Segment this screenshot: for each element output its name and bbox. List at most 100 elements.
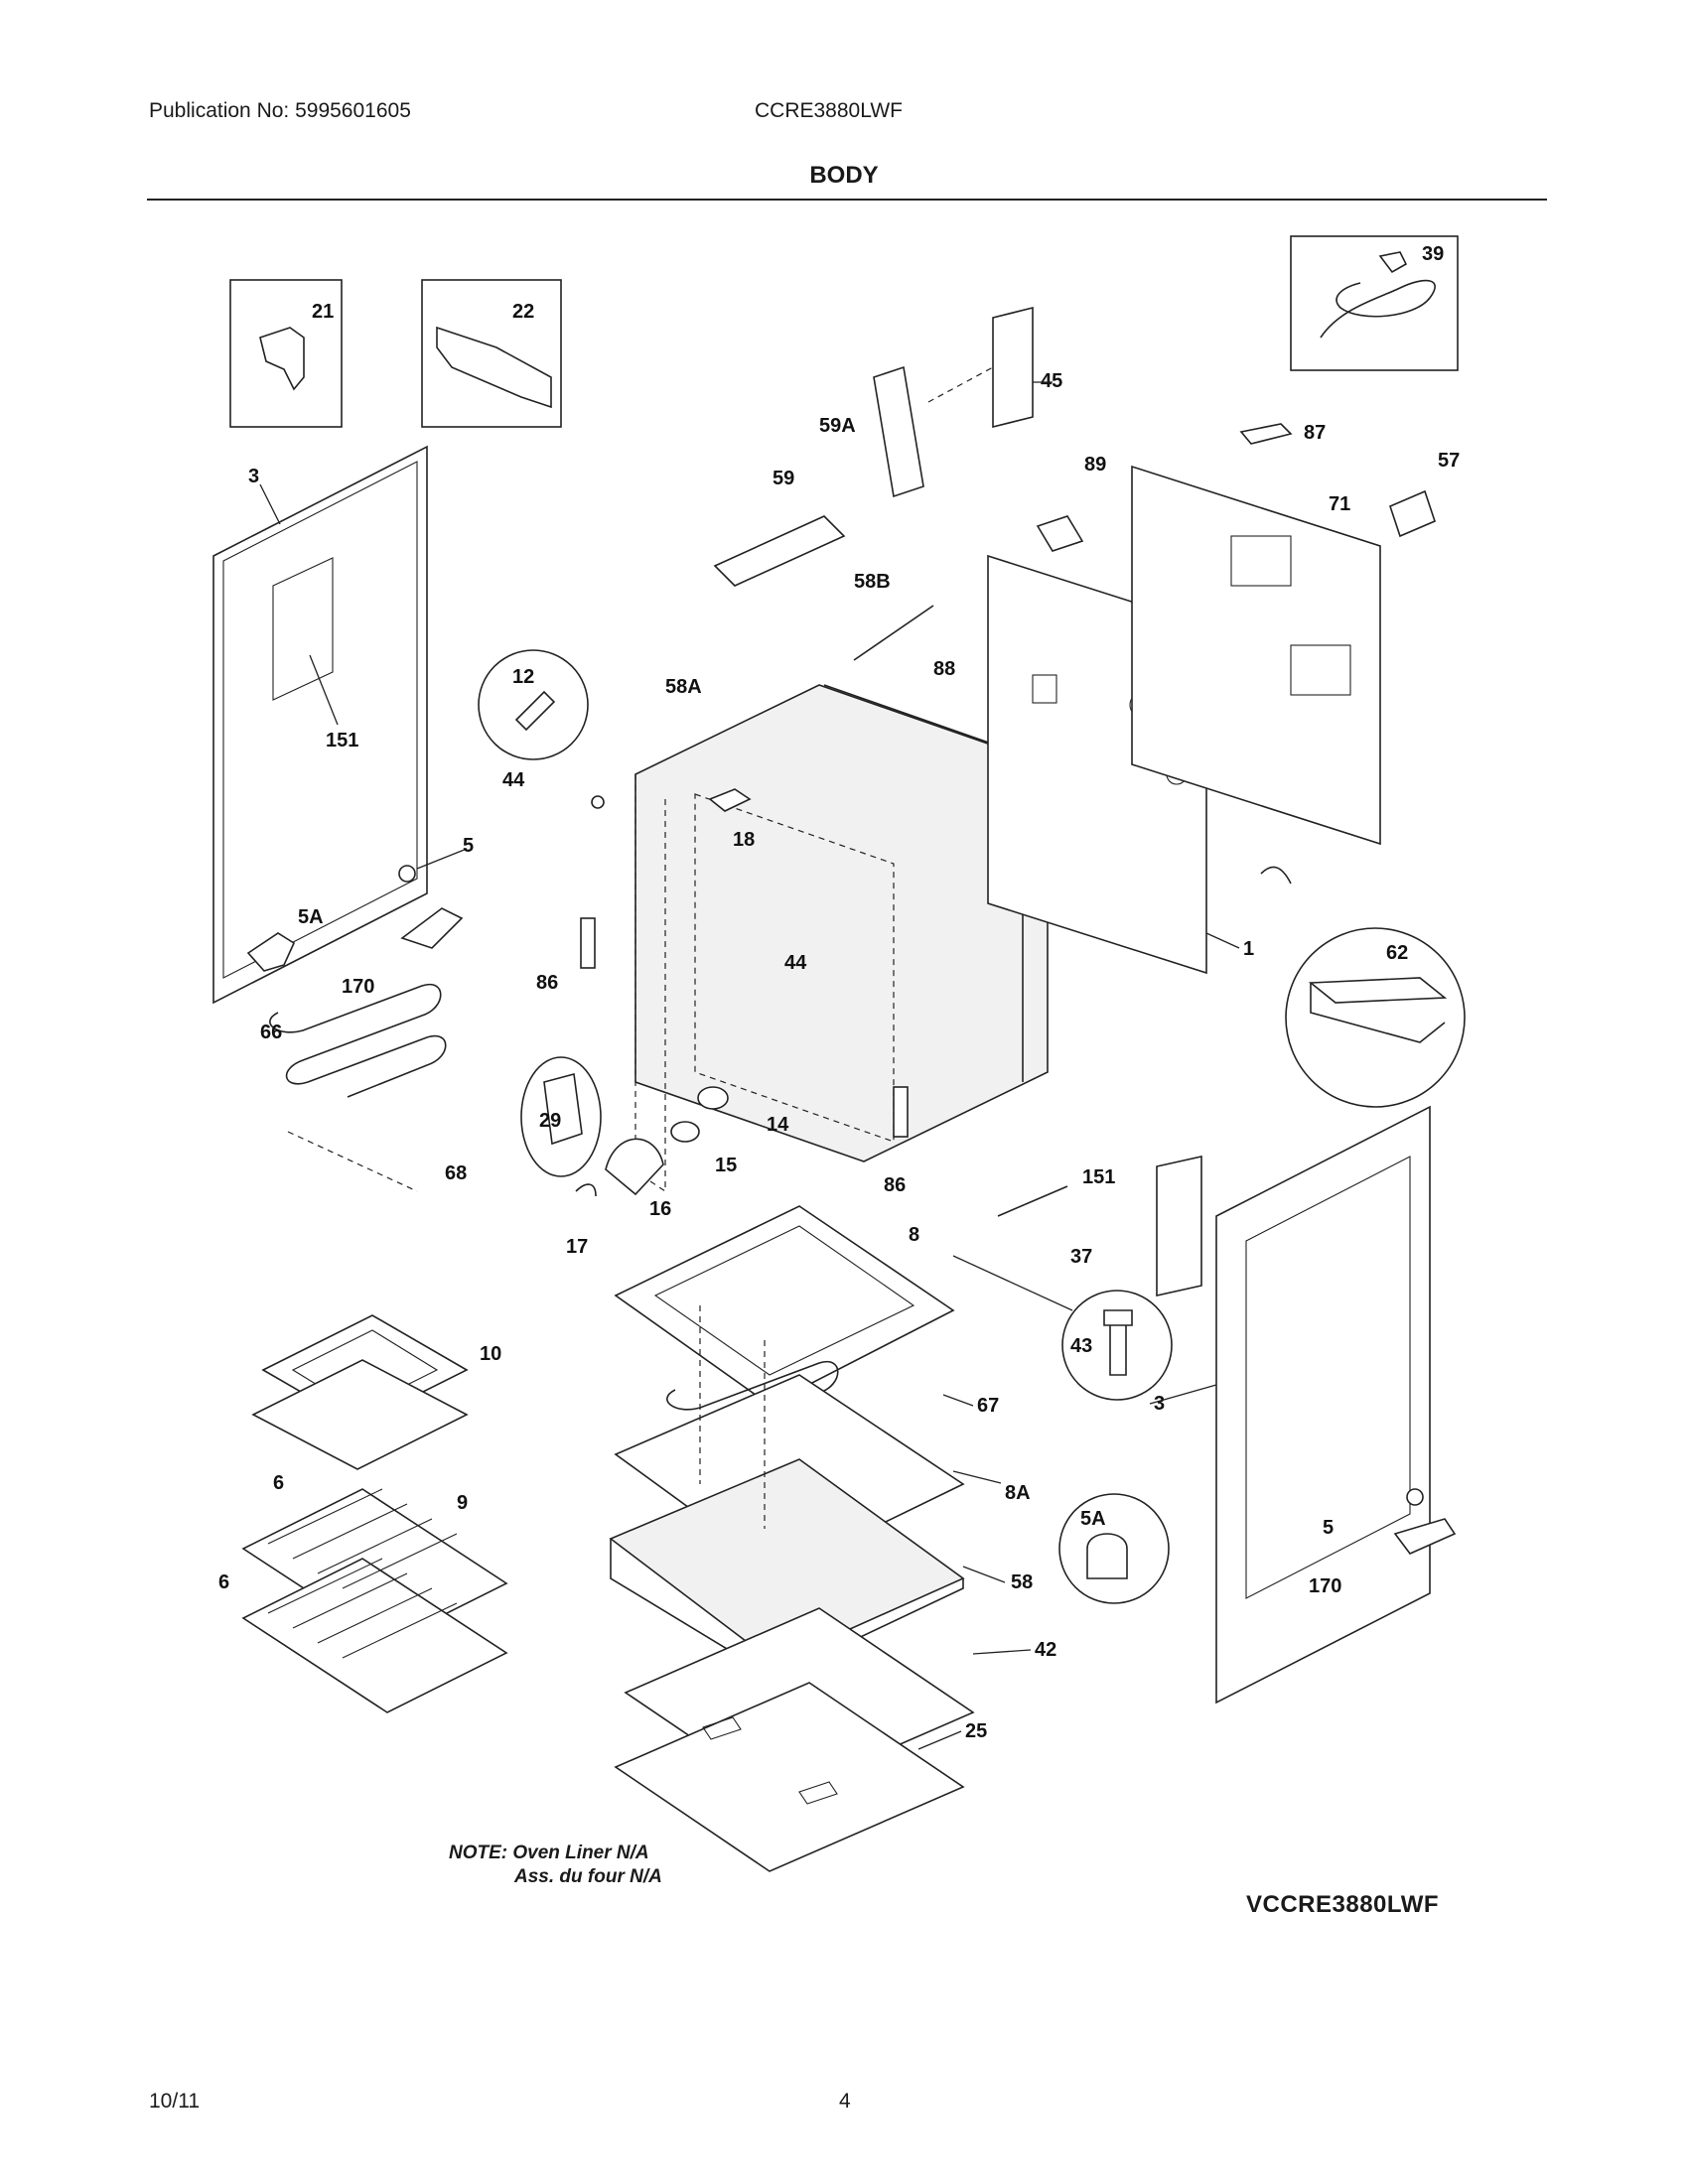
callout-57: 57	[1438, 450, 1460, 472]
part-86-bracket-right	[893, 1086, 909, 1138]
part-15-bulb	[670, 1121, 700, 1143]
callout-37: 37	[1070, 1246, 1092, 1268]
callout-5-right: 5	[1323, 1517, 1334, 1539]
callout-29: 29	[539, 1110, 561, 1132]
part-151-bracket-right	[1156, 1156, 1202, 1297]
part-25-bottom-cover	[614, 1682, 965, 1872]
callout-21: 21	[312, 301, 334, 323]
section-title: BODY	[809, 162, 879, 189]
footer-date: 10/11	[149, 2090, 200, 2113]
part-62-terminal-block	[1308, 977, 1448, 1004]
inset-box-39	[1290, 235, 1459, 371]
part-14-socket	[697, 1086, 729, 1110]
inset-box-22	[421, 279, 562, 428]
part-59-vent-tube	[713, 515, 846, 587]
callout-43: 43	[1070, 1335, 1092, 1357]
part-43-callout-circle	[1061, 1290, 1173, 1401]
callout-3-right: 3	[1154, 1393, 1165, 1415]
part-12-sensor	[514, 690, 556, 732]
part-86-bracket-left	[580, 917, 596, 969]
part-5A-leveling-leg-right	[1086, 1533, 1128, 1579]
page-number: 4	[839, 2090, 851, 2113]
oven-cavity-outline	[694, 793, 895, 1143]
part-6-oven-rack-lower	[241, 1558, 508, 1713]
part-44-screw	[591, 795, 605, 809]
part-5-screw-right	[1406, 1488, 1424, 1506]
callout-58A: 58A	[665, 676, 702, 698]
callout-44-lower: 44	[784, 952, 807, 974]
callout-67: 67	[977, 1395, 999, 1417]
part-88-wire	[853, 605, 934, 661]
part-170-bracket-right	[1393, 1518, 1457, 1555]
part-89-bracket	[1036, 515, 1084, 552]
callout-42: 42	[1035, 1639, 1056, 1661]
part-5A-callout-circle	[1058, 1493, 1170, 1604]
part-3-right-side-panel	[1215, 1105, 1431, 1705]
part-62-callout-circle	[1285, 927, 1466, 1108]
callout-68: 68	[445, 1162, 467, 1184]
part-37-wire	[997, 1185, 1068, 1217]
callout-45: 45	[1041, 370, 1062, 392]
callout-10: 10	[480, 1343, 501, 1365]
part-12-callout-circle	[478, 649, 589, 760]
callout-6-lower: 6	[218, 1571, 229, 1593]
callout-22: 22	[512, 301, 534, 323]
callout-8: 8	[909, 1224, 919, 1246]
part-29-switch	[543, 1072, 583, 1146]
callout-170-right: 170	[1309, 1575, 1341, 1597]
diagram-id: VCCRE3880LWF	[1246, 1891, 1440, 1918]
part-170-bracket-left	[400, 907, 464, 949]
callout-16: 16	[649, 1198, 671, 1220]
note-line-1: NOTE: Oven Liner N/A	[449, 1843, 649, 1863]
callout-9: 9	[457, 1492, 468, 1514]
callout-15: 15	[715, 1155, 737, 1176]
callout-5-left: 5	[463, 835, 474, 857]
callout-86-right: 86	[884, 1174, 906, 1196]
part-17-clip	[575, 1183, 597, 1197]
model-number: CCRE3880LWF	[755, 99, 903, 122]
part-18-bracket	[708, 788, 752, 812]
part-43-screw	[1103, 1309, 1133, 1376]
callout-12: 12	[512, 666, 534, 688]
part-39-plug	[1378, 251, 1408, 274]
part-29-callout-circle	[520, 1056, 602, 1177]
note-line-2: Ass. du four N/A	[514, 1866, 662, 1887]
callout-6-upper: 6	[273, 1472, 284, 1494]
callout-66: 66	[260, 1022, 282, 1043]
callout-59: 59	[773, 468, 794, 489]
part-9-broil-pan	[251, 1359, 469, 1470]
callout-86-left: 86	[536, 972, 558, 994]
part-8-oven-bottom	[614, 1205, 955, 1406]
callout-5A-left: 5A	[298, 906, 324, 928]
part-59A-vent	[873, 365, 924, 498]
callout-58: 58	[1011, 1571, 1033, 1593]
header-divider	[147, 199, 1547, 201]
part-16-lens	[605, 1138, 664, 1196]
callout-5A-right: 5A	[1080, 1508, 1106, 1530]
inset-box-21	[229, 279, 343, 428]
part-87-plate	[1239, 423, 1293, 445]
callout-88: 88	[933, 658, 955, 680]
part-57-cover	[1389, 489, 1436, 538]
callout-18: 18	[733, 829, 755, 851]
publication-number: Publication No: 5995601605	[149, 99, 411, 122]
part-22-bracket	[436, 326, 552, 409]
callout-8A: 8A	[1005, 1482, 1031, 1504]
callout-58B: 58B	[854, 571, 891, 593]
callout-71: 71	[1329, 493, 1350, 515]
part-5A-leveling-leg-left	[246, 932, 296, 972]
callout-87: 87	[1304, 422, 1326, 444]
callout-89: 89	[1084, 454, 1106, 476]
part-21-bracket	[259, 327, 305, 391]
callout-62: 62	[1386, 942, 1408, 964]
part-71-rear-panel	[1131, 465, 1381, 846]
callout-17: 17	[566, 1236, 588, 1258]
part-68-wire	[287, 1131, 418, 1192]
callout-151-left: 151	[326, 730, 358, 751]
part-58A-oven-insulation	[634, 684, 1049, 1162]
part-45-duct	[992, 306, 1034, 429]
callout-170-left: 170	[342, 976, 374, 998]
part-5-screw-left	[398, 865, 416, 883]
callout-1: 1	[1243, 938, 1254, 960]
